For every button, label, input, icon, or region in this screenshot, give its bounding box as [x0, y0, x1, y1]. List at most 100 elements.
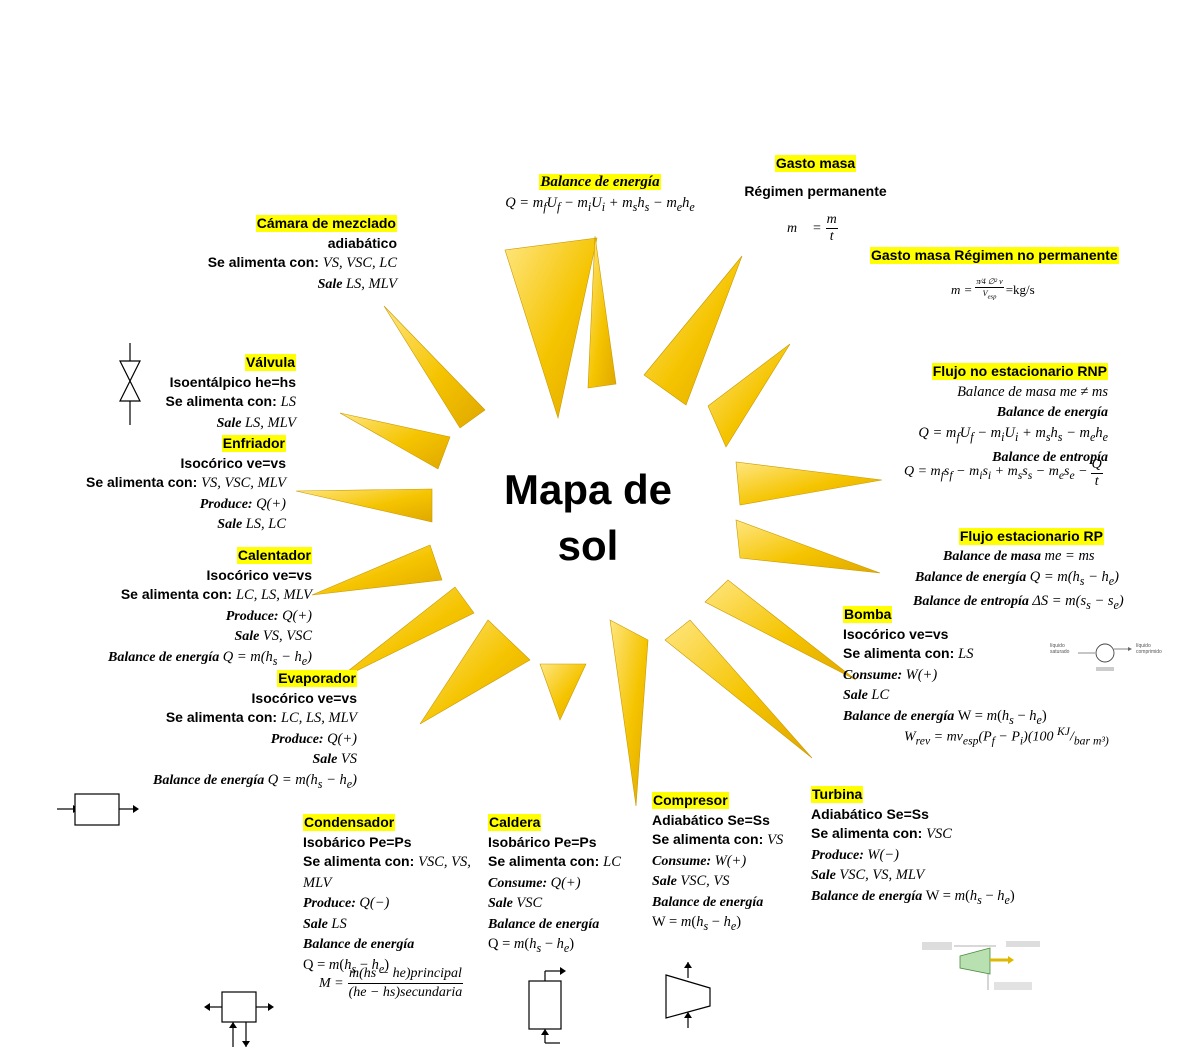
pump-figure: líquido saturado líquido comprimido	[1050, 637, 1175, 677]
compresor-l3b: W(+)	[714, 852, 747, 869]
enfriador-label: Enfriador	[221, 435, 286, 452]
bomba-l4a: Sale	[843, 688, 872, 703]
caldera-label: Caldera	[488, 814, 542, 831]
rp-block: Flujo estacionario RP	[880, 527, 1104, 547]
calentador-l2a: Se alimenta con:	[120, 586, 236, 602]
calentador-label: Calentador	[236, 547, 312, 564]
rnp-l4: Balance de entropía	[992, 449, 1108, 465]
pump-in-label: líquido saturado	[1050, 643, 1070, 655]
calentador-l3a: Produce:	[225, 608, 283, 624]
heat-exchanger-symbol	[57, 793, 139, 826]
balance-top-block: Balance de energía Q = mfUf − miUi + msh…	[455, 172, 745, 217]
boiler-symbol	[528, 967, 566, 1044]
condensador-ratio-den: (he − hs)secundaria	[348, 985, 463, 1000]
turbina-l3b: W(−)	[867, 846, 899, 863]
enfriador-l3a: Produce:	[199, 496, 257, 512]
condensador-ratio-num: m(hs − he)principal	[347, 965, 464, 984]
valvula-block: Válvula Isoentálpico he=hs Se alimenta c…	[120, 353, 296, 433]
caldera-l6: Q = m(hs − he)	[488, 936, 575, 955]
rp-l1a: Balance de masa	[943, 549, 1045, 564]
evaporador-l3b: Q(+)	[327, 730, 357, 747]
bomba-l5a: Balance de energía	[843, 708, 958, 724]
condensador-ratio-lhs: M =	[319, 975, 344, 991]
sun-ray	[704, 579, 857, 681]
calentador-block: Calentador Isocórico ve=vs Se alimenta c…	[60, 546, 312, 671]
bomba-l2b: LS	[958, 646, 974, 662]
valvula-l3b: LS, MLV	[244, 414, 296, 431]
condensador-l5: Balance de energía	[303, 937, 415, 952]
sun-ray	[707, 343, 791, 448]
calentador-l4a: Sale	[234, 629, 263, 644]
turbine-figure	[922, 941, 1040, 990]
sun-ray	[295, 488, 433, 523]
valvula-l2b: LS	[280, 394, 296, 410]
sun-ray	[339, 412, 451, 470]
camara-l2a: Se alimenta con:	[207, 254, 323, 270]
sun-ray	[643, 255, 743, 406]
rp-lines: Balance de masa me = ms Balance de energ…	[900, 546, 1160, 615]
caldera-l5: Balance de energía	[488, 916, 600, 932]
turbina-l4a: Sale	[811, 868, 840, 883]
valvula-l1: Isoentálpico he=hs	[169, 373, 296, 390]
compresor-l6: W = m(hs − he)	[652, 914, 742, 933]
turbina-block: Turbina Adiabático Se=Ss Se alimenta con…	[811, 785, 1071, 910]
calentador-l4b: VS, VSC	[262, 628, 312, 644]
compresor-l4a: Sale	[652, 874, 681, 889]
bomba-l2a: Se alimenta con:	[843, 645, 959, 661]
pump-out-label: líquido comprimido	[1136, 643, 1162, 655]
balance-top-label: Balance de energía	[539, 174, 661, 190]
caldera-l1: Isobárico Pe=Ps	[488, 833, 597, 850]
evaporador-l5b: Q = m(hs − he)	[267, 771, 357, 791]
enfriador-block: Enfriador Isocórico ve=vs Se alimenta co…	[60, 434, 286, 535]
compresor-l2b: VS	[767, 832, 784, 848]
sun-ray	[333, 586, 475, 683]
turbina-l5a: Balance de energía	[811, 888, 926, 904]
sun-ray	[664, 619, 813, 759]
valvula-l2a: Se alimenta con:	[165, 393, 281, 409]
balance-top-equation: Q = mfUf − miUi + mshs − mehe	[505, 194, 695, 214]
bomba-l4b: LC	[871, 687, 890, 703]
bomba-wrev: Wrev = mvesp(Pf − Pi)(100 KJ/bar m³)	[904, 725, 1109, 748]
rp-l2b: Q = m(hs − he)	[1029, 568, 1119, 588]
caldera-l4b: VSC	[516, 895, 543, 911]
camara-l3b: LS, MLV	[345, 275, 397, 292]
caldera-l3a: Consume:	[488, 875, 551, 891]
rp-l1b: me = ms	[1044, 548, 1095, 564]
valvula-label: Válvula	[244, 354, 296, 371]
caldera-l3b: Q(+)	[550, 874, 581, 891]
rnp-label: Flujo no estacionario RNP	[931, 363, 1108, 380]
calentador-l1: Isocórico ve=vs	[206, 566, 312, 583]
rp-l3a: Balance de entropía	[913, 593, 1033, 609]
rp-l2a: Balance de energía	[915, 569, 1030, 585]
turbina-l4b: VSC, VS, MLV	[839, 867, 925, 883]
gasto-masa-block: Gasto masa Régimen permanente	[728, 154, 903, 201]
condenser-symbol	[204, 991, 274, 1047]
compresor-l5: Balance de energía	[652, 894, 764, 910]
center-title: Mapa de sol	[503, 466, 673, 569]
caldera-l4a: Sale	[488, 896, 517, 911]
gasto-masa-equation: m = m t	[787, 212, 838, 244]
condensador-l3a: Produce:	[303, 896, 360, 911]
calentador-l2b: LC, LS, MLV	[235, 587, 312, 603]
enfriador-l4b: LS, LC	[245, 516, 286, 532]
turbina-l1: Adiabático Se=Ss	[811, 805, 929, 822]
caldera-block: Caldera Isobárico Pe=Ps Se alimenta con:…	[488, 813, 648, 958]
gasto-eq-lhs: m	[787, 220, 798, 236]
gasto-masa-line: Régimen permanente	[744, 182, 887, 199]
evaporador-l2b: LC, LS, MLV	[280, 710, 357, 726]
turbina-l5b: W = m(hs − he)	[925, 887, 1015, 907]
camara-block: Cámara de mezclado adiabático Se aliment…	[180, 214, 397, 294]
turbina-l2a: Se alimenta con:	[811, 825, 927, 841]
gasto-masa-label: Gasto masa	[774, 155, 857, 172]
sun-ray	[311, 544, 443, 596]
sun-ray	[419, 619, 531, 725]
condensador-label: Condensador	[303, 814, 396, 831]
calentador-l5b: Q = m(hs − he)	[222, 648, 312, 668]
evaporador-block: Evaporador Isocórico ve=vs Se alimenta c…	[100, 669, 357, 794]
bomba-l3b: W(+)	[905, 666, 938, 683]
condensador-l2c: MLV	[303, 874, 332, 891]
sun-ray	[504, 237, 598, 420]
evaporador-l1: Isocórico ve=vs	[251, 689, 357, 706]
rnp-l1: Balance de masa me ≠ ms	[957, 383, 1108, 400]
